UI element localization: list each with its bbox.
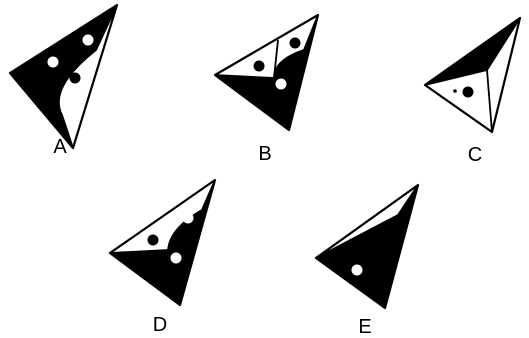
option-b-dot-1 <box>290 38 301 49</box>
option-d-dot-2 <box>148 235 159 246</box>
option-a-dot-3 <box>70 73 81 84</box>
option-a-black-region <box>10 5 117 148</box>
option-a-dot-1 <box>83 35 94 46</box>
option-d-label: D <box>153 314 167 336</box>
option-c-figure: C <box>425 18 520 166</box>
option-e-figure: E <box>316 185 418 338</box>
option-b-figure: B <box>215 15 318 165</box>
option-c-dot-2 <box>453 89 457 93</box>
option-b-label: B <box>258 143 271 165</box>
option-b-dot-3 <box>276 79 287 90</box>
option-c-dot-1 <box>463 87 474 98</box>
option-e-label: E <box>358 316 371 338</box>
option-e-dot-1 <box>352 265 363 276</box>
option-d-dot-3 <box>171 253 182 264</box>
option-a-label: A <box>53 136 67 158</box>
option-c-label: C <box>468 144 482 166</box>
option-d-figure: D <box>110 180 215 336</box>
option-b-dot-2 <box>254 61 265 72</box>
option-a-dot-2 <box>48 57 59 68</box>
option-a-figure: A <box>10 5 117 158</box>
option-d-dot-1 <box>183 213 194 224</box>
